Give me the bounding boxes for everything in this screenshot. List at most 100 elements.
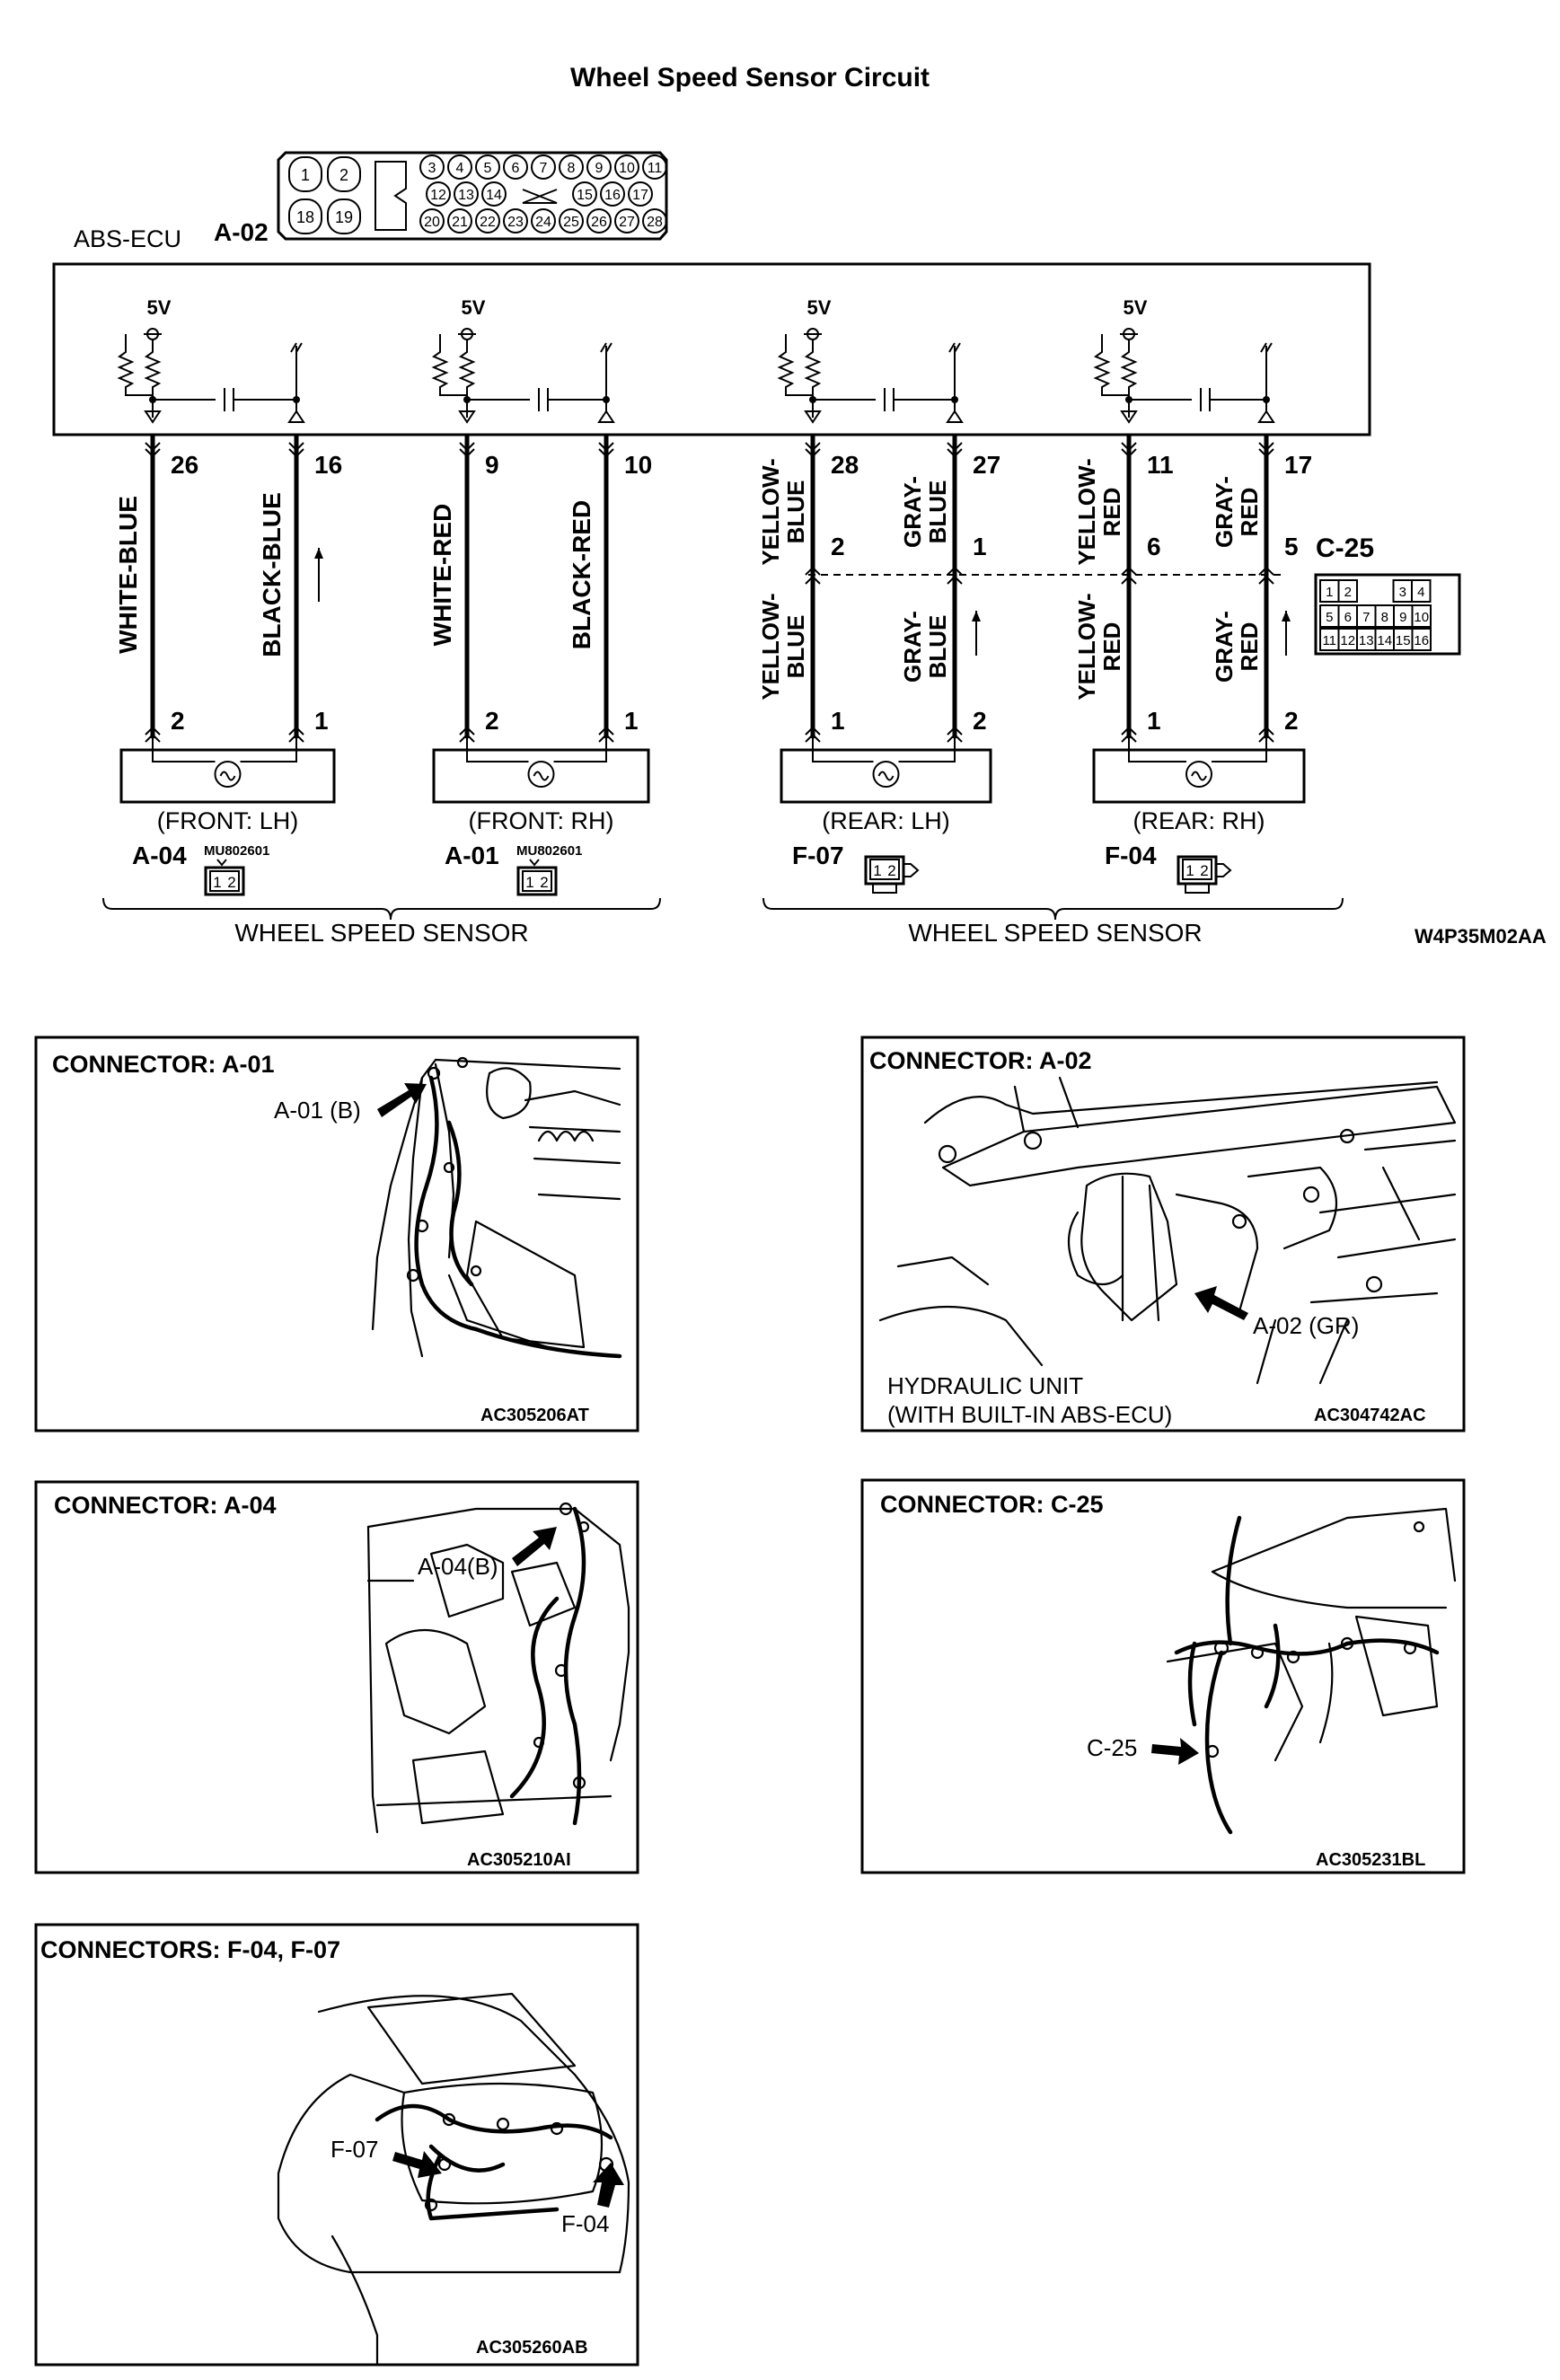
ecu-pin-number: 19 (335, 208, 353, 226)
c25-pin-number: 4 (1417, 585, 1424, 600)
shield-mark (948, 342, 961, 353)
front-sensor-brace (102, 897, 661, 921)
panel-connector-a04: CONNECTOR: A-04 A-04(B) AC305210AI (34, 1480, 639, 1874)
ecu-pin-number: 28 (647, 215, 663, 230)
ecu-pin-number: 24 (535, 215, 551, 230)
ecu-pin-number: 14 (486, 188, 502, 203)
sensor-connector-face (204, 866, 245, 896)
callout-label: C-25 (1087, 1734, 1137, 1761)
connector-mark (1121, 442, 1137, 458)
sensor-lead (152, 738, 216, 762)
ecu-pin-cell (628, 181, 653, 207)
ecu-pin-cell (481, 181, 507, 207)
front-sensor-group-label: WHEEL SPEED SENSOR (234, 919, 528, 947)
connector-mark (805, 726, 821, 743)
c25-pin-number: 13 (1359, 633, 1374, 648)
ecu-pin-label: 27 (973, 451, 1000, 479)
c25-pin-number: 3 (1399, 585, 1406, 600)
arrow-icon (593, 2163, 624, 2208)
connector-mark (145, 726, 161, 743)
sensor-pin-number: 2 (540, 874, 548, 891)
ground-path (946, 346, 964, 423)
ecu-pin-label: 17 (1284, 451, 1312, 479)
panel-title: CONNECTORS: F-04, F-07 (40, 1936, 340, 1963)
ecu-box (52, 262, 1371, 436)
ecu-pin-number: 1 (301, 166, 310, 184)
wire-color-label: GRAY- (899, 476, 926, 548)
ecu-label: ABS-ECU (74, 225, 181, 252)
ecu-pin-cell (559, 208, 584, 234)
ecu-pin-number: 25 (563, 215, 579, 230)
c25-pin-number: 1 (1326, 585, 1333, 600)
connector-mark (947, 726, 963, 743)
ecu-pin-number: 23 (507, 215, 524, 230)
connector-latch-icon (1216, 863, 1232, 877)
sensor-lead (466, 738, 529, 762)
sensor-part-number: MU802601 (204, 843, 269, 859)
bias-resistor (1093, 334, 1129, 396)
panel-code: AC304742AC (1314, 1406, 1426, 1425)
connector-mark (288, 726, 304, 743)
sensor-pin-number: 1 (1185, 862, 1194, 879)
wire-color-label: BLUE (782, 615, 809, 679)
c25-pin-label: 5 (1284, 533, 1299, 560)
sensor-pin-label: 1 (314, 707, 329, 735)
sensor-connector-face (516, 866, 558, 896)
c25-pin-number: 8 (1381, 610, 1388, 625)
ecu-pin-cell (503, 208, 528, 234)
panel-code: AC305206AT (480, 1406, 589, 1425)
input-triangle (458, 410, 476, 424)
rear-sensor-brace (762, 897, 1344, 921)
ecu-pin-number: 16 (604, 188, 621, 203)
ecu-voltage-label: 5V (462, 296, 486, 319)
sensor-coil-icon (872, 761, 900, 788)
coupling-capacitor (467, 388, 606, 411)
ecu-pin-cell (454, 181, 479, 207)
sensor-pin-label: 1 (624, 707, 639, 735)
ecu-pin-number: 21 (452, 215, 468, 230)
ground-path (1257, 346, 1275, 423)
rear-body-illustration (277, 1992, 630, 2367)
ecu-pin-cell (614, 154, 639, 180)
wire-color-label: BLACK-RED (568, 500, 595, 649)
sensor-connector-face (869, 859, 900, 880)
wire-color-label: BLUE (924, 615, 951, 679)
ecu-voltage-label: 5V (147, 296, 172, 319)
sensor-coil-icon (1185, 761, 1212, 788)
panel-connector-a02: CONNECTOR: A-02 A-02 (GR) HYDRAULIC UNIT… (860, 1036, 1466, 1432)
ecu-pin-number: 11 (648, 161, 663, 176)
sensor-connector-id: F-07 (792, 842, 844, 869)
engine-bay-illustration (366, 1502, 630, 1834)
sensor-position-label: (FRONT: LH) (157, 807, 299, 834)
wire-color-label: RED (1236, 488, 1263, 537)
junction-dot (1263, 396, 1270, 403)
ecu-pin-number: 4 (456, 161, 464, 176)
wire-color-label: BLUE (924, 480, 951, 544)
pullup-resistor (458, 339, 476, 418)
callout-label: A-01 (B) (274, 1097, 361, 1124)
sensor-pin-number: 1 (213, 874, 221, 891)
sensor-lead (812, 738, 874, 762)
connector-mark (145, 442, 161, 458)
sensor-position-label: (REAR: LH) (822, 807, 950, 834)
ecu-pin-cell (426, 181, 451, 207)
connector-mark (1258, 566, 1274, 585)
sensor-lead (1128, 738, 1186, 762)
sensor-lead (898, 738, 956, 762)
panel-title: CONNECTOR: A-02 (869, 1047, 1092, 1074)
sensor-connector-id: A-01 (445, 842, 499, 869)
c25-pin-cell (1411, 628, 1432, 651)
connector-mark (459, 442, 475, 458)
connector-mark (459, 726, 475, 743)
ecu-voltage-label: 5V (1124, 296, 1148, 319)
connector-mark (1258, 442, 1274, 458)
connector-mark (947, 566, 963, 585)
junction-dot (603, 396, 610, 403)
connector-latch-icon (1185, 883, 1210, 894)
connector-mark (598, 726, 614, 743)
ecu-pin-number: 8 (568, 161, 576, 176)
ground-path (597, 346, 615, 423)
ecu-pin-cell (642, 154, 667, 180)
